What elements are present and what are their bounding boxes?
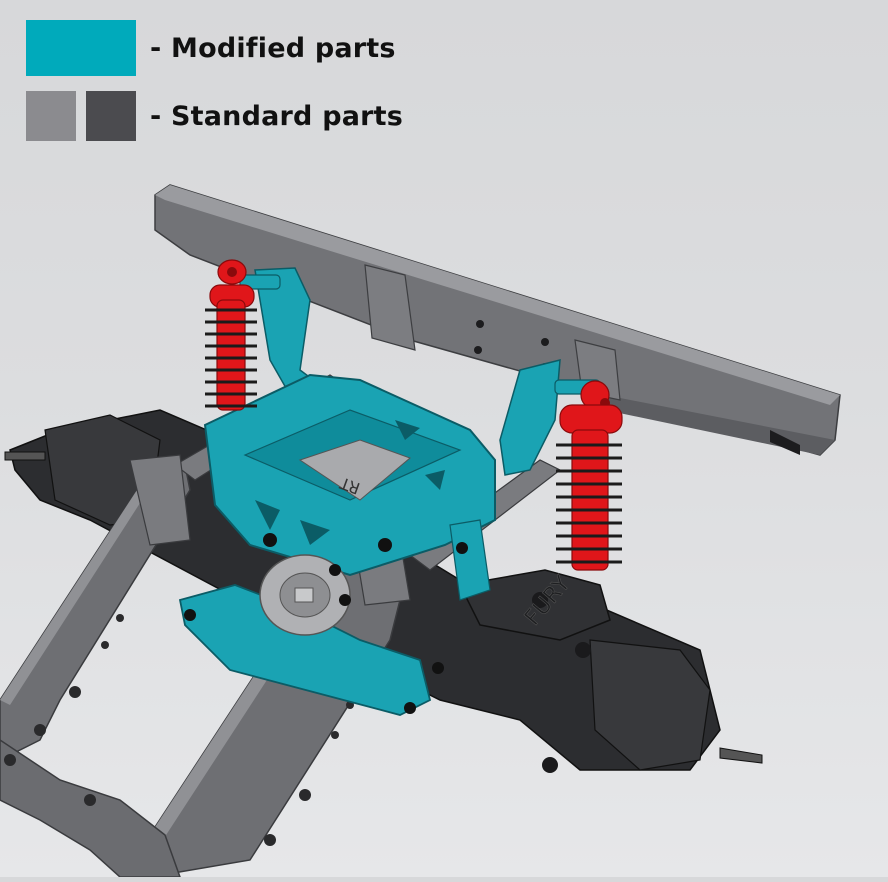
legend-standard-label: - Standard parts — [150, 100, 404, 132]
legend-modified-label: - Modified parts — [150, 32, 396, 64]
swatch-modified — [26, 20, 136, 76]
shock-left — [205, 259, 281, 411]
legend-standard: - Standard parts — [26, 91, 403, 141]
legend-modified: - Modified parts — [26, 20, 396, 76]
upper-frame-rail — [154, 184, 841, 456]
swatch-standard-light — [26, 91, 76, 141]
shock-right — [554, 379, 623, 571]
swatch-standard-dark — [86, 91, 136, 141]
modified-mounts: RT — [178, 267, 561, 716]
driveshaft-yoke — [259, 554, 351, 636]
